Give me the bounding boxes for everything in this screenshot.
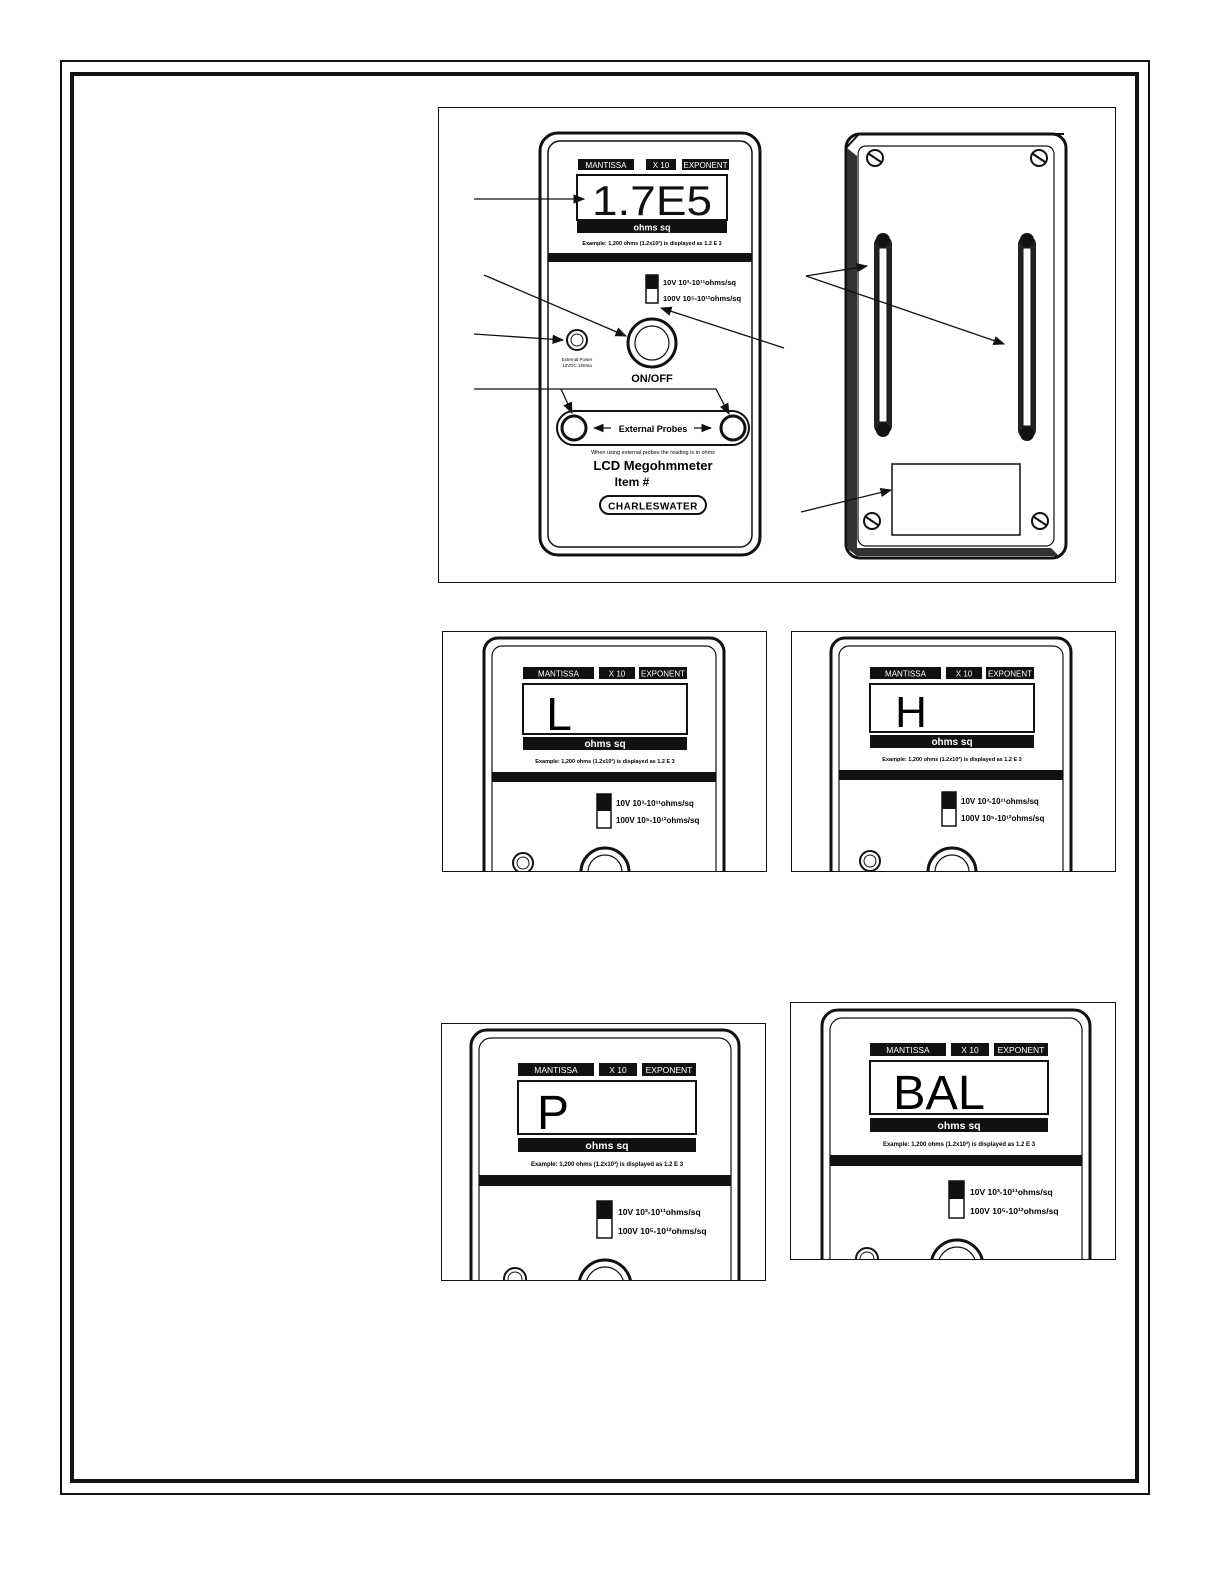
svg-text:MANTISSA: MANTISSA — [534, 1065, 578, 1075]
page-inner-border — [70, 72, 1139, 1483]
svg-text:ohms sq: ohms sq — [937, 1120, 980, 1132]
figure-display-low: MANTISSA X 10 EXPONENT L ohms sq Example… — [442, 631, 767, 872]
on-off-button[interactable] — [578, 1258, 632, 1281]
on-off-button[interactable] — [930, 1238, 984, 1260]
probes-note: When using external probes the reading i… — [591, 450, 715, 456]
callout-arrow-battery — [800, 487, 893, 513]
brand-logo — [599, 495, 707, 515]
svg-text:10V 10³-10¹¹ohms/sq: 10V 10³-10¹¹ohms/sq — [970, 1187, 1053, 1197]
screw-icon — [866, 149, 884, 167]
svg-text:MANTISSA: MANTISSA — [885, 670, 927, 679]
lcd-window — [517, 1080, 697, 1135]
svg-text:ohms sq: ohms sq — [584, 739, 625, 750]
callout-arrow-probe-left — [560, 388, 573, 415]
external-power-jack[interactable] — [503, 1267, 527, 1281]
screw-icon — [863, 512, 881, 530]
svg-text:Example: 1,200 ohms (1.2x10³): Example: 1,200 ohms (1.2x10³) is display… — [535, 758, 674, 765]
svg-text:10V 10³-10¹¹ohms/sq: 10V 10³-10¹¹ohms/sq — [618, 1207, 701, 1217]
svg-text:100V 10⁵-10¹²ohms/sq: 100V 10⁵-10¹²ohms/sq — [618, 1226, 707, 1236]
svg-text:100V 10⁵-10¹²ohms/sq: 100V 10⁵-10¹²ohms/sq — [970, 1206, 1059, 1216]
lcd-window — [869, 683, 1035, 733]
mantissa-label: MANTISSA — [586, 161, 628, 170]
svg-text:Example: 1,200 ohms (1.2x10³): Example: 1,200 ohms (1.2x10³) is display… — [882, 756, 1021, 763]
meter-display-low: MANTISSA X 10 EXPONENT L ohms sq Example… — [482, 636, 726, 872]
lcd-reading-balance: BAL — [893, 1067, 985, 1120]
svg-text:EXPONENT: EXPONENT — [641, 670, 685, 679]
callout-arrow-electrode-right — [805, 275, 1006, 346]
range-10v-label: 10V 10³-10¹¹ohms/sq — [663, 278, 736, 287]
external-power-jack[interactable] — [859, 850, 881, 871]
electrode-right — [1018, 233, 1036, 441]
svg-text:MANTISSA: MANTISSA — [538, 670, 580, 679]
svg-text:X 10: X 10 — [956, 670, 973, 679]
example-text: Example: 1,200 ohms (1.2x10³) is display… — [582, 240, 721, 247]
external-probes-panel — [556, 410, 750, 446]
svg-text:Example: 1,200 ohms (1.2x10³): Example: 1,200 ohms (1.2x10³) is display… — [531, 1161, 684, 1168]
range-100v-label: 100V 10⁵-10¹²ohms/sq — [663, 294, 742, 303]
figure-display-high: MANTISSA X 10 EXPONENT H ohms sq Example… — [791, 631, 1116, 872]
probe-jack-right[interactable] — [719, 414, 747, 442]
meter-title: LCD Megohmmeter — [593, 458, 712, 473]
meter-display-balance: MANTISSA X 10 EXPONENT BAL ohms sq Examp… — [820, 1008, 1092, 1260]
callout-arrow-power — [473, 333, 565, 344]
svg-text:ohms sq: ohms sq — [585, 1140, 628, 1152]
exponent-label: EXPONENT — [683, 161, 727, 170]
figure-meter-front-back: MANTISSA X 10 EXPONENT 1.7E5 ohms sq Exa… — [438, 107, 1116, 583]
lcd-reading-probe: P — [537, 1087, 569, 1140]
meter-front-back-drawing: MANTISSA X 10 EXPONENT 1.7E5 ohms sq Exa… — [473, 131, 1068, 560]
x10-label: X 10 — [653, 161, 670, 170]
svg-text:ohms sq: ohms sq — [931, 737, 972, 748]
callout-arrow-switch — [659, 306, 785, 349]
lcd-reading-low: L — [546, 688, 572, 740]
svg-text:100V 10⁵-10¹²ohms/sq: 100V 10⁵-10¹²ohms/sq — [616, 816, 699, 825]
svg-text:EXPONENT: EXPONENT — [998, 1045, 1045, 1055]
svg-text:X 10: X 10 — [609, 1065, 627, 1075]
svg-text:10V 10³-10¹¹ohms/sq: 10V 10³-10¹¹ohms/sq — [961, 797, 1039, 806]
lcd-reading-high: H — [895, 688, 927, 737]
lcd-reading-main: 1.7E5 — [592, 177, 712, 224]
on-off-button[interactable] — [579, 846, 631, 872]
svg-text:MANTISSA: MANTISSA — [886, 1045, 930, 1055]
ext-power-spec: 12VDC 150ma — [562, 363, 592, 368]
screw-icon — [1031, 512, 1049, 530]
item-number-label: Item # — [615, 475, 650, 489]
svg-text:100V 10⁵-10¹²ohms/sq: 100V 10⁵-10¹²ohms/sq — [961, 814, 1044, 823]
mantissa-tab — [578, 159, 634, 170]
figure-display-probe: MANTISSA X 10 EXPONENT P ohms sq Example… — [441, 1023, 766, 1281]
svg-text:10V 10³-10¹¹ohms/sq: 10V 10³-10¹¹ohms/sq — [616, 799, 694, 808]
units-label: ohms sq — [633, 223, 670, 233]
svg-text:X 10: X 10 — [609, 670, 626, 679]
ext-power-label: External Power — [562, 357, 593, 362]
svg-text:Example: 1,200 ohms (1.2x10³): Example: 1,200 ohms (1.2x10³) is display… — [883, 1141, 1036, 1148]
svg-text:X 10: X 10 — [961, 1045, 979, 1055]
screw-icon — [1030, 149, 1048, 167]
figure-display-balance: MANTISSA X 10 EXPONENT BAL ohms sq Examp… — [790, 1002, 1116, 1260]
svg-text:EXPONENT: EXPONENT — [988, 670, 1032, 679]
on-off-label: ON/OFF — [631, 373, 673, 385]
on-off-button[interactable] — [926, 846, 978, 872]
page-outer-border — [60, 60, 1150, 1495]
lcd-window — [869, 1060, 1049, 1115]
lcd-window — [522, 683, 688, 735]
svg-text:CHARLESWATER: CHARLESWATER — [608, 502, 698, 513]
svg-text:EXPONENT: EXPONENT — [646, 1065, 693, 1075]
external-power-jack[interactable] — [566, 329, 588, 351]
meter-display-high: MANTISSA X 10 EXPONENT H ohms sq Example… — [829, 636, 1073, 872]
meter-display-probe: MANTISSA X 10 EXPONENT P ohms sq Example… — [469, 1028, 741, 1281]
callout-arrow-electrode-left — [805, 263, 869, 277]
callout-arrow-onoff — [483, 274, 628, 337]
callout-arrow-probe-right — [474, 388, 730, 416]
external-power-jack[interactable] — [855, 1247, 879, 1260]
electrode-left — [874, 233, 892, 437]
external-probes-label: External Probes — [619, 424, 688, 434]
probe-jack-left[interactable] — [560, 414, 588, 442]
battery-door — [891, 463, 1021, 536]
